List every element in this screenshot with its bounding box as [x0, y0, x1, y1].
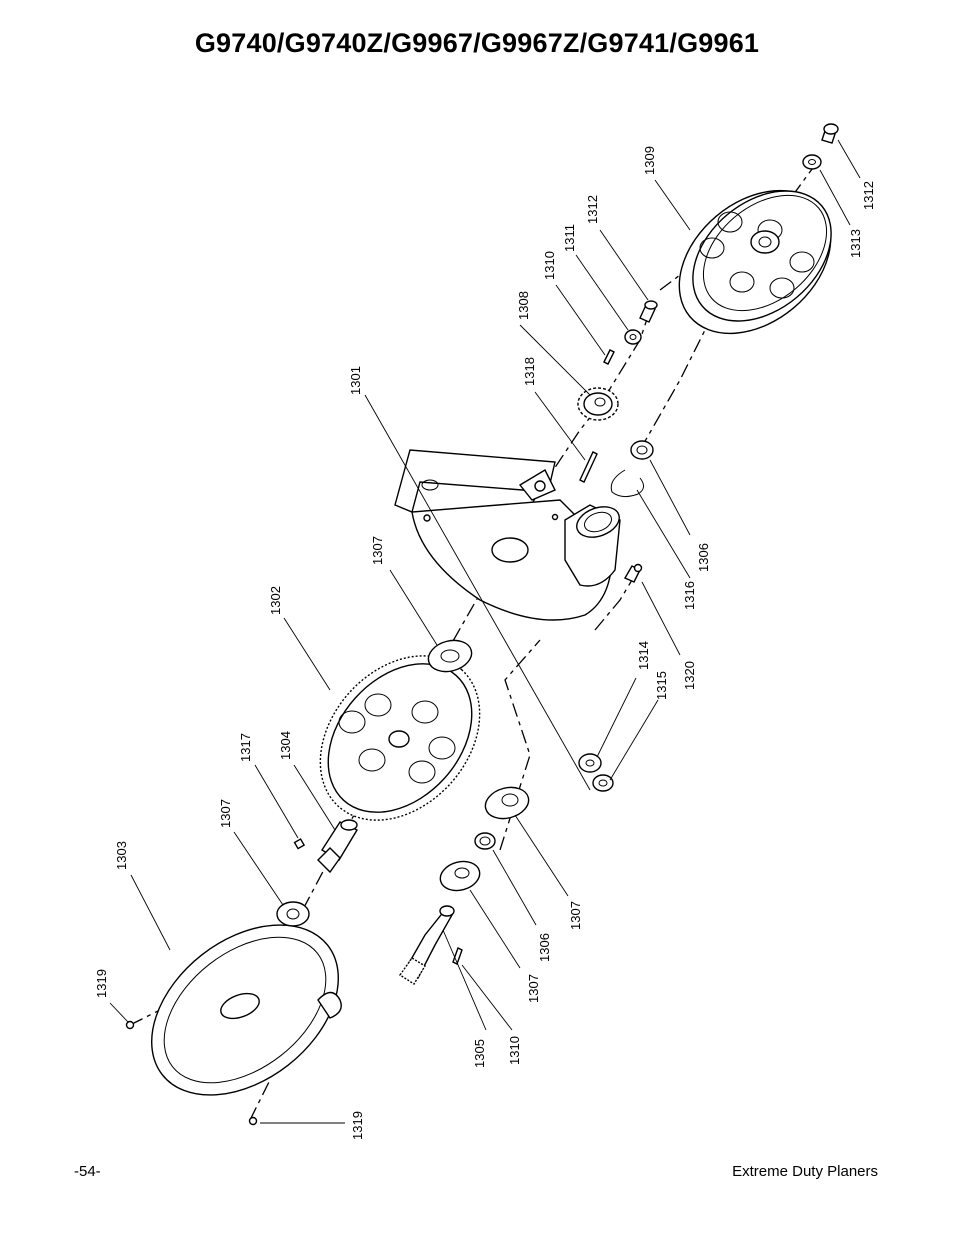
screw-1319-bottom: [248, 1116, 258, 1126]
callout-1310-lower: 1310: [507, 1036, 522, 1065]
roll-pin-1318: [579, 451, 598, 483]
document-name: Extreme Duty Planers: [732, 1163, 878, 1180]
key-1310-top: [603, 349, 615, 365]
fitting-1320: [624, 563, 643, 583]
bearing-1307-center: [427, 639, 473, 673]
callout-1307-center: 1307: [370, 536, 385, 565]
callout-1307-right: 1307: [568, 901, 583, 930]
callout-1304: 1304: [278, 731, 293, 760]
callout-1311: 1311: [562, 224, 577, 252]
callout-1306-lower: 1306: [537, 933, 552, 962]
gearbox-cover-1303: [151, 924, 342, 1096]
key-1310-lower: [452, 947, 463, 965]
gearbox-housing-1301: [394, 449, 621, 621]
callout-1315: 1315: [654, 671, 669, 700]
callout-1317: 1317: [238, 733, 253, 762]
bearing-1307-lower: [439, 860, 481, 892]
callout-1307-lower: 1307: [526, 974, 541, 1003]
callout-1318: 1318: [522, 357, 537, 386]
callout-1319-bottom: 1319: [350, 1111, 365, 1140]
key-1317: [293, 838, 306, 850]
washer-1313: [802, 154, 822, 170]
callout-1312-top: 1312: [861, 181, 876, 210]
washer-1311: [624, 329, 642, 345]
callout-1307-left: 1307: [218, 799, 233, 828]
callout-1310-top: 1310: [542, 251, 557, 280]
page-title: G9740/G9740Z/G9967/G9967Z/G9741/G9961: [194, 28, 760, 58]
callout-1320: 1320: [682, 661, 697, 690]
bearing-1307-right: [484, 786, 530, 820]
callout-1303: 1303: [114, 841, 129, 870]
pulley-1309: [678, 189, 832, 335]
bearing-1307-left: [276, 901, 310, 927]
washer-1314: [578, 753, 602, 773]
pinion-shaft-1305: [399, 905, 455, 985]
callout-labels: 1301 1302 1303 1304 1305 1306 1306 1307 …: [94, 146, 876, 1140]
large-gear-1302: [319, 655, 481, 821]
leader-lines: [109, 139, 861, 1124]
callout-1313: 1313: [848, 229, 863, 258]
callout-1301: 1301: [348, 366, 363, 395]
callout-1308: 1308: [516, 291, 531, 320]
bolt-1312-top: [821, 123, 839, 144]
callout-1314: 1314: [636, 641, 651, 670]
washer-1306-right: [630, 440, 654, 460]
callout-1319-top: 1319: [94, 969, 109, 998]
callout-1302: 1302: [268, 586, 283, 615]
shaft-1304: [317, 819, 358, 874]
callout-1305: 1305: [472, 1039, 487, 1068]
nut-1315: [592, 774, 614, 792]
bolt-1312-middle: [639, 300, 658, 323]
callout-1316: 1316: [682, 581, 697, 610]
callout-1306-right: 1306: [696, 543, 711, 572]
callout-1312-middle: 1312: [585, 195, 600, 224]
page-number: -54-: [74, 1163, 101, 1180]
screw-1319-top: [125, 1020, 135, 1030]
sprocket-1308: [577, 387, 619, 421]
callout-1309: 1309: [642, 146, 657, 175]
washer-1306-lower: [474, 832, 496, 850]
retaining-ring-1316: [610, 469, 644, 498]
